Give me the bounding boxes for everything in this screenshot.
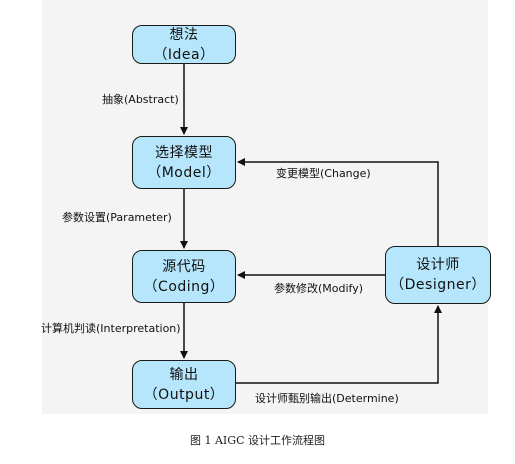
figure-caption: 图 1 AIGC 设计工作流程图	[190, 434, 325, 447]
edge-label-parameter: 参数设置(Parameter)	[62, 211, 172, 224]
edge-label-change: 变更模型(Change)	[276, 167, 371, 180]
node-model-title: 选择模型	[155, 144, 213, 161]
edge-label-modify: 参数修改(Modify)	[274, 282, 364, 295]
diagram-panel	[42, 0, 488, 414]
node-model-subtitle: （Model）	[147, 164, 221, 181]
node-output-subtitle: （Output）	[143, 386, 225, 403]
node-output-title: 输出	[169, 366, 199, 383]
node-designer-title: 设计师	[416, 257, 460, 273]
arrow-output-to-designer	[236, 305, 442, 384]
node-designer-subtitle: （Designer）	[390, 277, 486, 293]
node-coding-subtitle: （Coding）	[143, 278, 225, 295]
edge-label-determine: 设计师甄别输出(Determine)	[255, 392, 399, 405]
node-coding-title: 源代码	[162, 258, 206, 275]
node-coding: 源代码 （Coding）	[132, 250, 236, 303]
node-idea: 想法 （Idea）	[132, 25, 236, 64]
node-output: 输出 （Output）	[132, 360, 236, 409]
node-idea-title: 想法	[169, 26, 199, 43]
edge-label-abstract: 抽象(Abstract)	[102, 93, 179, 106]
arrow-designer-to-model	[237, 158, 439, 246]
node-model: 选择模型 （Model）	[132, 136, 236, 189]
node-designer: 设计师 （Designer）	[385, 246, 491, 304]
edge-label-interpretation: 计算机判读(Interpretation)	[41, 322, 181, 335]
node-idea-subtitle: （Idea）	[153, 46, 215, 63]
